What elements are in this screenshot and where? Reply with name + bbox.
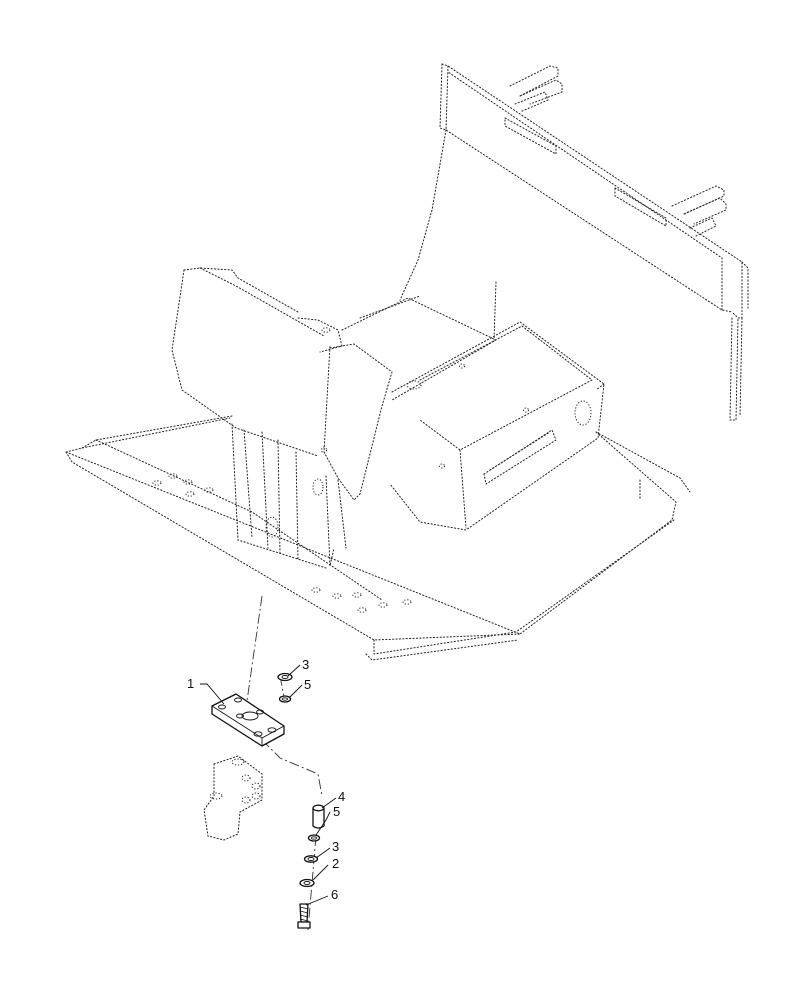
washer-bottom-5 <box>307 834 321 842</box>
callout-5-top: 5 <box>304 677 311 692</box>
callout-1: 1 <box>187 676 194 691</box>
callout-5-bottom: 5 <box>333 804 340 819</box>
phantom-base <box>65 415 691 661</box>
callout-4: 4 <box>338 789 345 804</box>
washer-bottom-2 <box>299 878 315 888</box>
bolt <box>297 903 311 929</box>
phantom-housing <box>389 321 605 531</box>
callout-3-bottom: 3 <box>332 839 339 854</box>
callout-3-top: 3 <box>302 657 309 672</box>
washer-bottom-3 <box>303 855 319 863</box>
callout-2: 2 <box>332 856 339 871</box>
callouts: 1 2 3 3 4 5 5 6 <box>187 657 345 902</box>
phantom-pedestal <box>231 423 347 569</box>
spacer <box>312 804 325 829</box>
washer-top-5 <box>278 695 292 703</box>
steering-valve <box>203 755 263 841</box>
phantom-steering-head <box>171 267 497 501</box>
phantom-frame <box>399 63 749 421</box>
leader-lines <box>200 664 337 906</box>
mounting-plate <box>211 693 285 747</box>
callout-6: 6 <box>331 887 338 902</box>
